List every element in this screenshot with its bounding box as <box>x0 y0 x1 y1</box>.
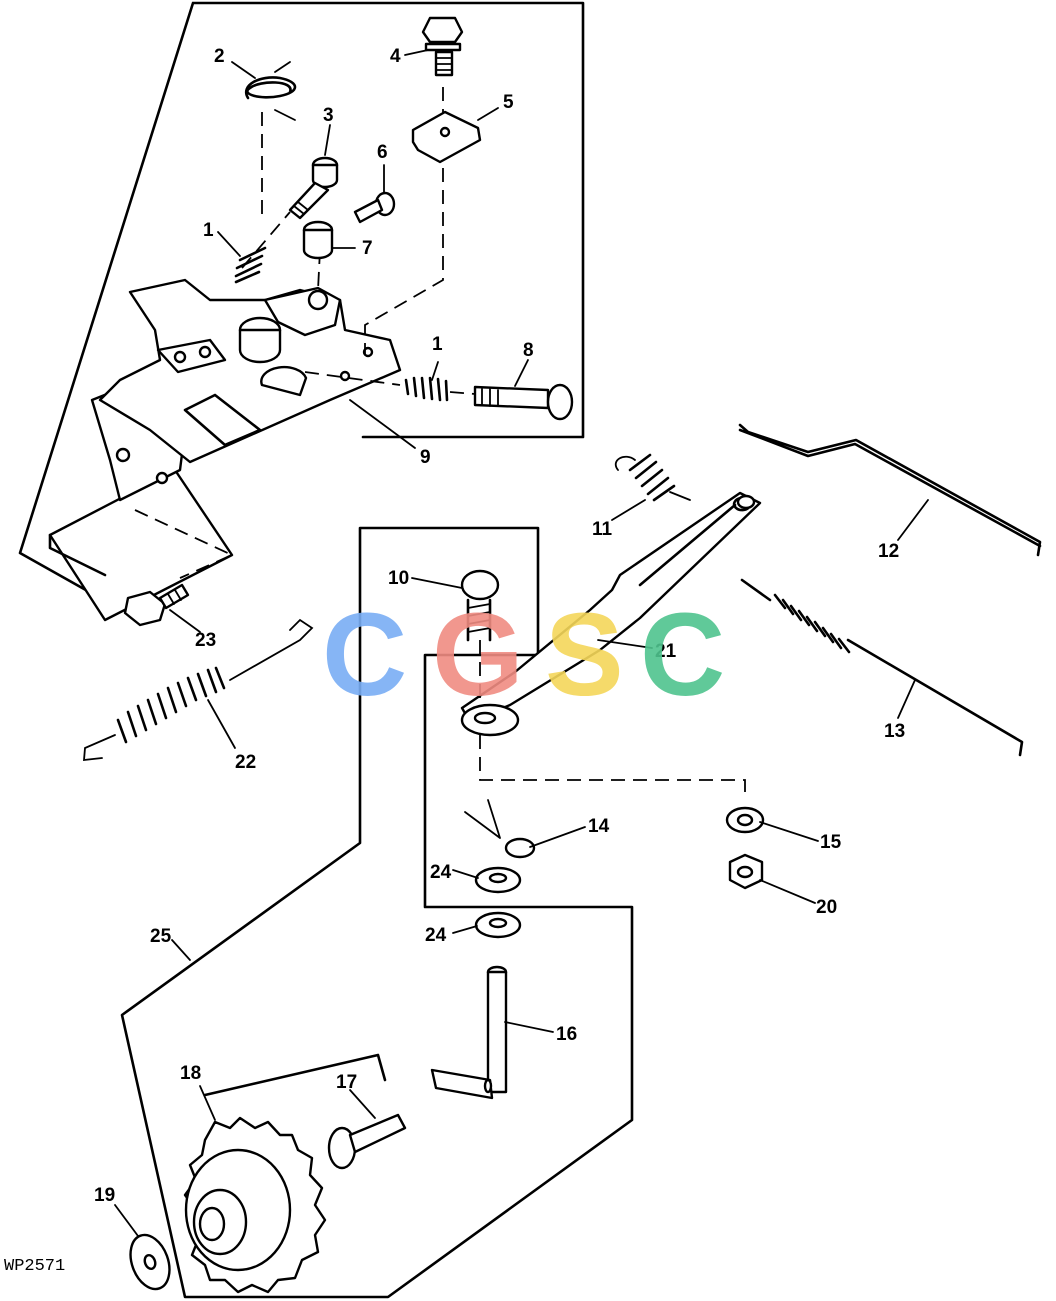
nut-20 <box>728 853 764 890</box>
callout-19: 19 <box>94 1185 115 1206</box>
control-bracket <box>48 278 402 622</box>
callout-14: 14 <box>588 816 610 837</box>
callout-20: 20 <box>816 897 837 918</box>
callout-3: 3 <box>323 105 334 126</box>
callout-22: 22 <box>235 752 256 773</box>
leader-dash <box>304 371 476 395</box>
spring-1-upper <box>234 246 267 284</box>
pin-17 <box>327 1113 407 1170</box>
callout-23: 23 <box>195 630 216 651</box>
washer-24-lower <box>474 911 522 939</box>
leader-dash <box>241 211 291 269</box>
callout-1-upper: 1 <box>203 220 214 241</box>
watermark-letter: S <box>545 589 624 721</box>
bolt-8 <box>473 383 574 421</box>
spring-11 <box>614 453 691 502</box>
bracket-group-border <box>18 1 585 600</box>
spring-rod-13 <box>740 578 1024 757</box>
leader-line <box>203 1053 387 1097</box>
callout-25: 25 <box>150 926 172 947</box>
callout-10: 10 <box>388 568 409 589</box>
clip-14 <box>464 799 536 859</box>
callout-13: 13 <box>884 721 905 742</box>
governor-lever-21 <box>460 491 762 737</box>
spring-22 <box>83 618 314 762</box>
callout-2: 2 <box>214 46 225 67</box>
watermark-logo: C G S C <box>322 589 725 721</box>
bolt-4 <box>421 16 464 77</box>
washer-24-upper <box>474 866 522 894</box>
clip-5 <box>411 110 482 164</box>
leader-dash <box>364 168 444 355</box>
washer-15 <box>725 806 765 834</box>
callout-8: 8 <box>523 340 534 361</box>
callout-4: 4 <box>390 46 401 67</box>
callout-24-lower: 24 <box>425 925 447 946</box>
collar-7 <box>302 220 334 260</box>
callout-5: 5 <box>503 92 514 113</box>
callout-labels: 2 3 4 5 6 7 1 1 8 9 10 11 12 13 14 15 16… <box>94 46 905 1206</box>
callout-7: 7 <box>362 238 373 259</box>
governor-gear-18 <box>183 1116 327 1294</box>
governor-shaft-16 <box>430 965 508 1100</box>
callout-11: 11 <box>592 519 613 540</box>
bolt-23 <box>123 583 190 627</box>
callout-15: 15 <box>820 832 842 853</box>
governor-group-border <box>120 526 634 1299</box>
spring-1-lower <box>404 376 449 402</box>
callout-18: 18 <box>180 1063 201 1084</box>
figure-code: WP2571 <box>4 1257 65 1276</box>
callout-9: 9 <box>420 447 431 468</box>
callout-12: 12 <box>878 541 899 562</box>
spring-2 <box>244 61 297 121</box>
screw-6 <box>353 191 396 224</box>
leader-dash <box>134 509 235 579</box>
washer-19 <box>129 1233 171 1291</box>
callout-1-lower: 1 <box>432 334 443 355</box>
watermark-letter: G <box>432 589 524 721</box>
stud-10 <box>460 569 500 642</box>
callout-17: 17 <box>336 1072 357 1093</box>
callout-24-upper: 24 <box>430 862 452 883</box>
bolt-3 <box>288 156 339 220</box>
rod-12 <box>738 423 1042 557</box>
callout-21: 21 <box>655 641 677 662</box>
watermark-letter: C <box>640 589 725 721</box>
callout-6: 6 <box>377 142 388 163</box>
leader-lines <box>114 49 929 1237</box>
leader-dash <box>479 735 746 800</box>
callout-16: 16 <box>556 1024 577 1045</box>
watermark-letter: C <box>322 589 407 721</box>
